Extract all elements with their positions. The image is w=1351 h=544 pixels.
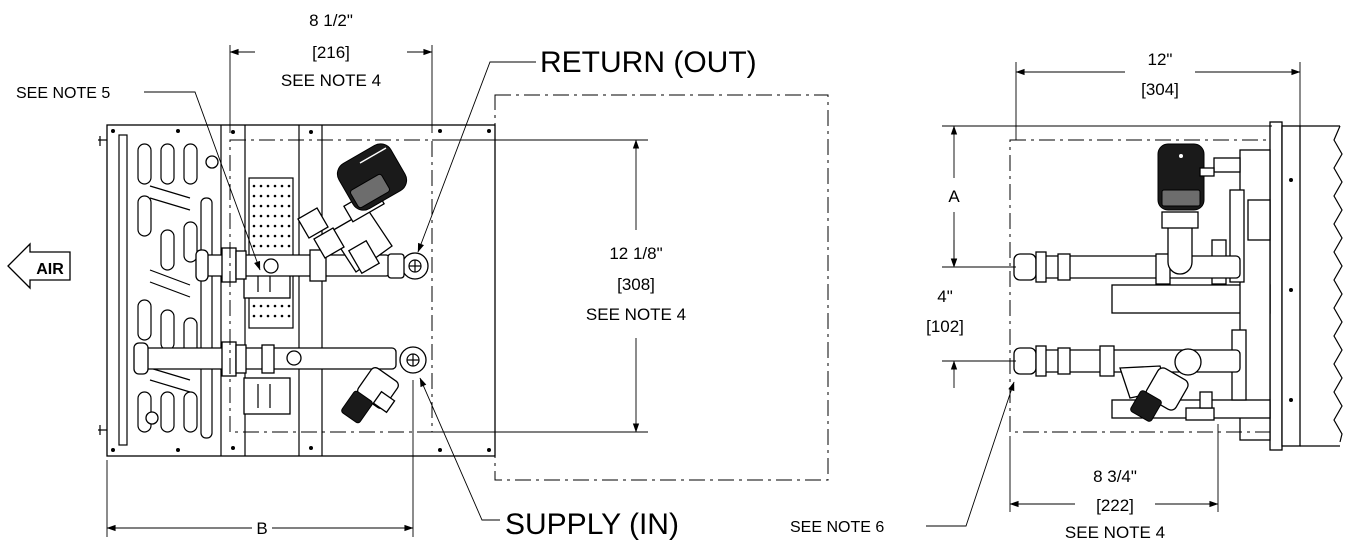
perforation-dot bbox=[252, 204, 256, 208]
perforation-dot bbox=[266, 184, 270, 188]
dim-right-bottom-metric: [222] bbox=[1096, 496, 1134, 515]
perforation-dot bbox=[259, 304, 263, 308]
dim-height-note: SEE NOTE 4 bbox=[586, 305, 686, 324]
perforation-dot bbox=[259, 314, 263, 318]
perforation-dot bbox=[273, 304, 277, 308]
dim-right-top-imperial: 12" bbox=[1148, 50, 1173, 69]
perforation-dot bbox=[252, 184, 256, 188]
dim-height-metric: [308] bbox=[617, 275, 655, 294]
perforation-dot bbox=[266, 224, 270, 228]
return-pipe-assembly bbox=[195, 143, 429, 283]
dim-top-metric: [216] bbox=[312, 43, 350, 62]
perforation-dot bbox=[252, 234, 256, 238]
perforation-dot bbox=[273, 194, 277, 198]
perforation-dot bbox=[259, 194, 263, 198]
perforation-dot bbox=[273, 244, 277, 248]
perforation-dot bbox=[259, 214, 263, 218]
callout-note6: SEE NOTE 6 bbox=[790, 381, 1015, 536]
dim-top-width: 8 1/2" [216] SEE NOTE 4 bbox=[229, 11, 433, 133]
perforation-dot bbox=[259, 204, 263, 208]
perforation-dot bbox=[252, 314, 256, 318]
perforation-dot bbox=[287, 314, 291, 318]
dim-right-bottom: 8 3/4" [222] SEE NOTE 4 bbox=[1009, 424, 1219, 542]
perforation-dot bbox=[280, 314, 284, 318]
right-supply-pipe bbox=[1013, 345, 1241, 422]
callout-note5-text: SEE NOTE 5 bbox=[16, 85, 110, 102]
dim-right-bottom-imperial: 8 3/4" bbox=[1093, 467, 1137, 486]
perforation-dot bbox=[252, 304, 256, 308]
perforation-dot bbox=[280, 304, 284, 308]
right-view: 12" [304] A 4" [102] 8 3/4" [222] bbox=[790, 50, 1343, 542]
callout-supply-text: SUPPLY (IN) bbox=[505, 508, 679, 541]
perforation-dot bbox=[287, 204, 291, 208]
dim-right-bottom-note: SEE NOTE 4 bbox=[1065, 523, 1165, 542]
perforation-dot bbox=[266, 304, 270, 308]
dim-top-note: SEE NOTE 4 bbox=[281, 71, 381, 90]
left-view: AIR 8 1/2" [216] SEE NOTE 4 12 1/8" [308… bbox=[7, 11, 829, 541]
perforation-dot bbox=[287, 224, 291, 228]
perforation-dot bbox=[280, 244, 284, 248]
perforation-dot bbox=[280, 224, 284, 228]
perforation-dot bbox=[252, 214, 256, 218]
callout-return-text: RETURN (OUT) bbox=[540, 46, 757, 79]
perforation-dot bbox=[280, 184, 284, 188]
perforation-dot bbox=[266, 314, 270, 318]
dim-height: 12 1/8" [308] SEE NOTE 4 bbox=[432, 139, 686, 433]
perforation-dot bbox=[287, 234, 291, 238]
perforation-dot bbox=[259, 244, 263, 248]
service-clearance-outline bbox=[494, 94, 829, 481]
callout-return: RETURN (OUT) bbox=[417, 46, 757, 253]
airflow-arrow: AIR bbox=[7, 242, 71, 290]
perforation-dot bbox=[287, 244, 291, 248]
perforated-panel bbox=[243, 177, 294, 415]
duct-flange bbox=[1269, 121, 1343, 451]
perforation-dot bbox=[266, 234, 270, 238]
callout-note6-text: SEE NOTE 6 bbox=[790, 519, 884, 536]
perforation-dot bbox=[287, 184, 291, 188]
right-return-pipe bbox=[1013, 143, 1241, 285]
perforation-dot bbox=[273, 224, 277, 228]
dim-bottom-b: B bbox=[106, 380, 414, 538]
dim-a-label: A bbox=[948, 187, 960, 206]
perforation-dot bbox=[259, 234, 263, 238]
perforation-dot bbox=[273, 234, 277, 238]
perforation-dot bbox=[273, 314, 277, 318]
dim-spacing-metric: [102] bbox=[926, 317, 964, 336]
supply-pipe-assembly bbox=[133, 341, 427, 424]
perforation-dot bbox=[266, 204, 270, 208]
dim-bottom-label: B bbox=[256, 519, 267, 538]
perforation-dot bbox=[252, 244, 256, 248]
perforation-dot bbox=[273, 184, 277, 188]
perforation-dot bbox=[252, 194, 256, 198]
perforation-dot bbox=[259, 224, 263, 228]
perforation-dot bbox=[287, 214, 291, 218]
perforation-dot bbox=[280, 234, 284, 238]
airflow-label: AIR bbox=[36, 261, 64, 278]
dim-top-imperial: 8 1/2" bbox=[309, 11, 353, 30]
perforation-dot bbox=[280, 194, 284, 198]
dim-spacing-imperial: 4" bbox=[937, 287, 953, 306]
perforation-dot bbox=[259, 184, 263, 188]
perforation-dot bbox=[287, 194, 291, 198]
perforation-dot bbox=[280, 204, 284, 208]
dim-right-spacing: 4" [102] bbox=[926, 240, 1016, 388]
perforation-dot bbox=[287, 304, 291, 308]
perforation-dot bbox=[280, 214, 284, 218]
perforation-dot bbox=[266, 214, 270, 218]
perforation-dot bbox=[266, 244, 270, 248]
dim-right-top: 12" [304] bbox=[1015, 50, 1301, 140]
callout-supply: SUPPLY (IN) bbox=[419, 377, 679, 541]
perforation-dot bbox=[273, 214, 277, 218]
perforation-dot bbox=[273, 204, 277, 208]
dim-height-imperial: 12 1/8" bbox=[609, 244, 662, 263]
callout-note5: SEE NOTE 5 bbox=[16, 85, 261, 271]
coil-slots bbox=[137, 143, 219, 439]
dim-right-top-metric: [304] bbox=[1141, 80, 1179, 99]
coil-housing bbox=[98, 124, 496, 457]
perforation-dot bbox=[266, 194, 270, 198]
perforation-dot bbox=[252, 224, 256, 228]
